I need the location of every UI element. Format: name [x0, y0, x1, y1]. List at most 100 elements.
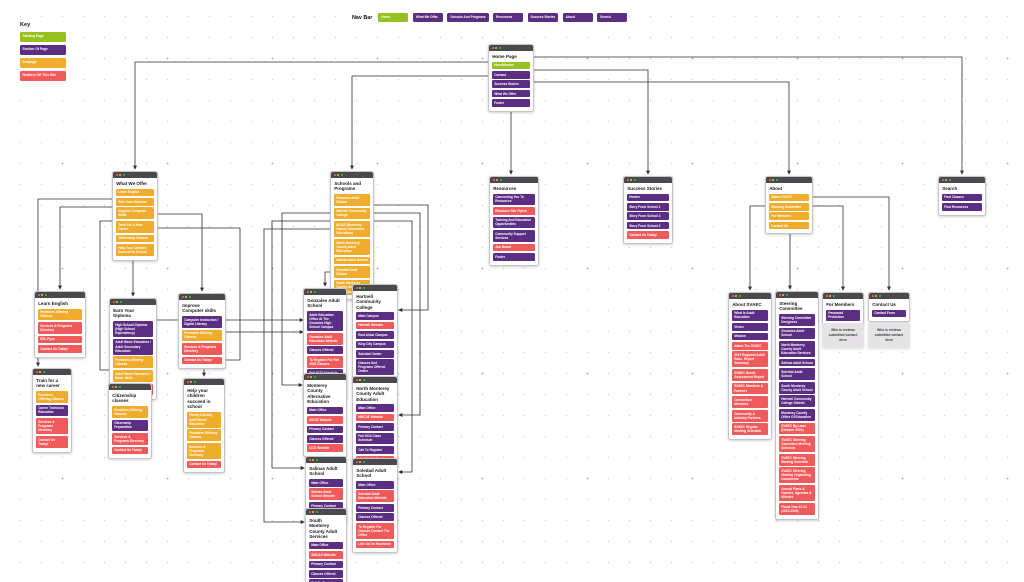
page-section-item[interactable]: Main Office [356, 404, 394, 412]
page-section-item[interactable]: Primary Contact [307, 425, 343, 434]
page-section-item[interactable]: About SVAEC [769, 193, 809, 202]
page-section-item[interactable]: Improve Computer Skills [116, 207, 154, 220]
page-section-item[interactable]: Community Support Services [493, 230, 535, 242]
page-section-item[interactable]: Providers Offering Classes [112, 405, 148, 418]
page-section-item[interactable]: Hartnell Community College [334, 207, 370, 220]
page-section-item[interactable]: NMCAE Website [356, 413, 394, 422]
annotation-note-contact-us-note[interactable]: Who is reviews submitted contact form [868, 323, 910, 348]
page-section-item[interactable]: Adult Basic Education / Adult Secondary … [113, 338, 153, 355]
page-section-item[interactable]: Classes And Programs Offered Online [356, 359, 394, 376]
page-section-item[interactable]: Adult Basic Education / Basic Skills [113, 370, 153, 382]
page-section-item[interactable]: To Register For Fall 2023 Classes [307, 355, 343, 368]
page-section-item[interactable]: To Register For Classes Contact The Offi… [356, 522, 394, 539]
page-section-item[interactable]: Help Your Children Succeed In School [116, 244, 154, 256]
page-section-item[interactable]: Main Office [309, 478, 343, 487]
page-section-item[interactable]: Primary Contact [356, 503, 394, 512]
page-section-item[interactable]: Classes Offered [307, 435, 343, 443]
page-section-item[interactable]: South Monterey County Adult School [779, 381, 815, 394]
page-section-item[interactable]: Success Stories [492, 80, 530, 88]
page-section-item[interactable]: Providers Offering Classes [38, 308, 82, 321]
nav-item-what-we-offer[interactable]: What We Offer [412, 13, 443, 22]
page-section-item[interactable]: Citizenship Classes [116, 234, 154, 243]
nav-item-success-stories[interactable]: Success Stories [527, 13, 559, 22]
page-section-item[interactable]: Call To Register [356, 446, 394, 454]
page-section-item[interactable]: Mission [732, 332, 768, 341]
page-section-item[interactable]: Contact Us Today! [627, 231, 669, 239]
page-section-item[interactable]: Like Us On Facebook [356, 540, 394, 549]
page-section-item[interactable]: Main Office [356, 480, 394, 489]
page-section-item[interactable]: Computer Instruction / Digital Literacy [182, 315, 222, 328]
page-section-item[interactable]: Monterey County Office Of Education [779, 409, 815, 421]
page-section-item[interactable]: MCOE Website [307, 416, 343, 424]
page-section-item[interactable]: Providers Offering Classes [113, 356, 153, 369]
page-section-item[interactable]: Story From School 3 [627, 221, 669, 230]
page-section-item[interactable]: North Monterey County Adult Education Se… [779, 341, 815, 357]
page-section-item[interactable]: Citizenship Preparation [112, 419, 148, 432]
page-section-item[interactable]: ESL Flyer [38, 335, 82, 344]
page-section-item[interactable]: Gonzales Adult Education Website [307, 332, 343, 345]
page-section-item[interactable]: What We Offer [492, 89, 530, 98]
page-section-item[interactable]: Salinas Adult School Website [309, 488, 343, 501]
page-section-item[interactable]: About The SVAEC [732, 342, 768, 350]
page-section-item[interactable]: Career Technical Education [36, 404, 68, 417]
page-section-item[interactable]: North Monterey County Adult Education [334, 238, 370, 255]
page-section-item[interactable]: Resource Fair Flyers [493, 207, 535, 215]
page-section-item[interactable]: Consortium Members [732, 396, 768, 408]
page-section-item[interactable]: Main Campus [356, 312, 394, 320]
page-section-item[interactable]: Fiscal Year 22-23 (2022-2023) [779, 502, 815, 515]
page-section-item[interactable]: Gonzales Adult School [334, 193, 370, 206]
page-section-item[interactable]: Header [627, 193, 669, 202]
page-section-item[interactable]: Contact Form [872, 309, 906, 318]
page-section-item[interactable]: Primary Contact [356, 423, 394, 431]
page-section-item[interactable]: SVAEC Steering Committee Meeting Schedul… [779, 436, 815, 453]
page-section-item[interactable]: Soledad Center [356, 350, 394, 358]
page-section-item[interactable]: Contact Us Today! [38, 345, 82, 353]
page-section-item[interactable]: Gonzales Adult School [779, 327, 815, 340]
page-section-item[interactable]: Find Resources [942, 203, 982, 211]
page-section-item[interactable]: Learn English [116, 188, 154, 197]
page-section-item[interactable]: Classes Offered [356, 513, 394, 521]
page-section-item[interactable]: For Members [769, 212, 809, 220]
page-section-item[interactable]: Hartnell Website [356, 321, 394, 330]
page-section-item[interactable]: Classes Offered [307, 346, 343, 354]
page-section-item[interactable]: King City Campus [356, 340, 394, 349]
nav-item-about[interactable]: About [562, 13, 593, 22]
page-section-item[interactable]: High School Diploma (High School Equival… [113, 320, 153, 337]
page-section-item[interactable]: Contact Us Today! [182, 356, 222, 365]
page-section-item[interactable]: SVAEC Steering Meeting Organizing Docume… [779, 467, 815, 484]
page-section-item[interactable]: Find Classes [942, 193, 982, 202]
page-section-item[interactable]: Soledad Adult School [334, 266, 370, 278]
page-section-item[interactable]: Main Office [307, 406, 343, 415]
page-section-item[interactable]: Services & Programs Directory [38, 322, 82, 334]
page-section-item[interactable]: Providers Offering Classes [187, 429, 221, 442]
page-section-item[interactable]: Primary Contact [309, 560, 343, 569]
page-section-item[interactable]: Services & Programs Directory [182, 343, 222, 355]
page-section-item[interactable]: Salinas Adult School [779, 358, 815, 367]
page-section-item[interactable]: Contact Us Today! [112, 446, 148, 455]
page-section-item[interactable]: Services & Programs Directory [112, 433, 148, 445]
page-section-item[interactable]: Train For A New Career [116, 221, 154, 233]
page-section-item[interactable]: Salinas Adult School [334, 256, 370, 265]
page-section-item[interactable]: Annual Plans & Reports, Agendas & Minute… [779, 485, 815, 502]
nav-item-home[interactable]: Home [378, 13, 409, 22]
page-section-item[interactable]: SMCAS Website [309, 551, 343, 559]
page-section-item[interactable]: SVAEC Needs Assessment Report [732, 369, 768, 381]
page-section-item[interactable]: Steering Committee [769, 203, 809, 211]
page-section-item[interactable]: Hero/Mission [492, 61, 530, 70]
page-section-item[interactable]: Classes Offered [309, 570, 343, 578]
page-section-item[interactable]: Story From School 2 [627, 212, 669, 220]
page-section-item[interactable]: East Alisal Campus [356, 331, 394, 339]
